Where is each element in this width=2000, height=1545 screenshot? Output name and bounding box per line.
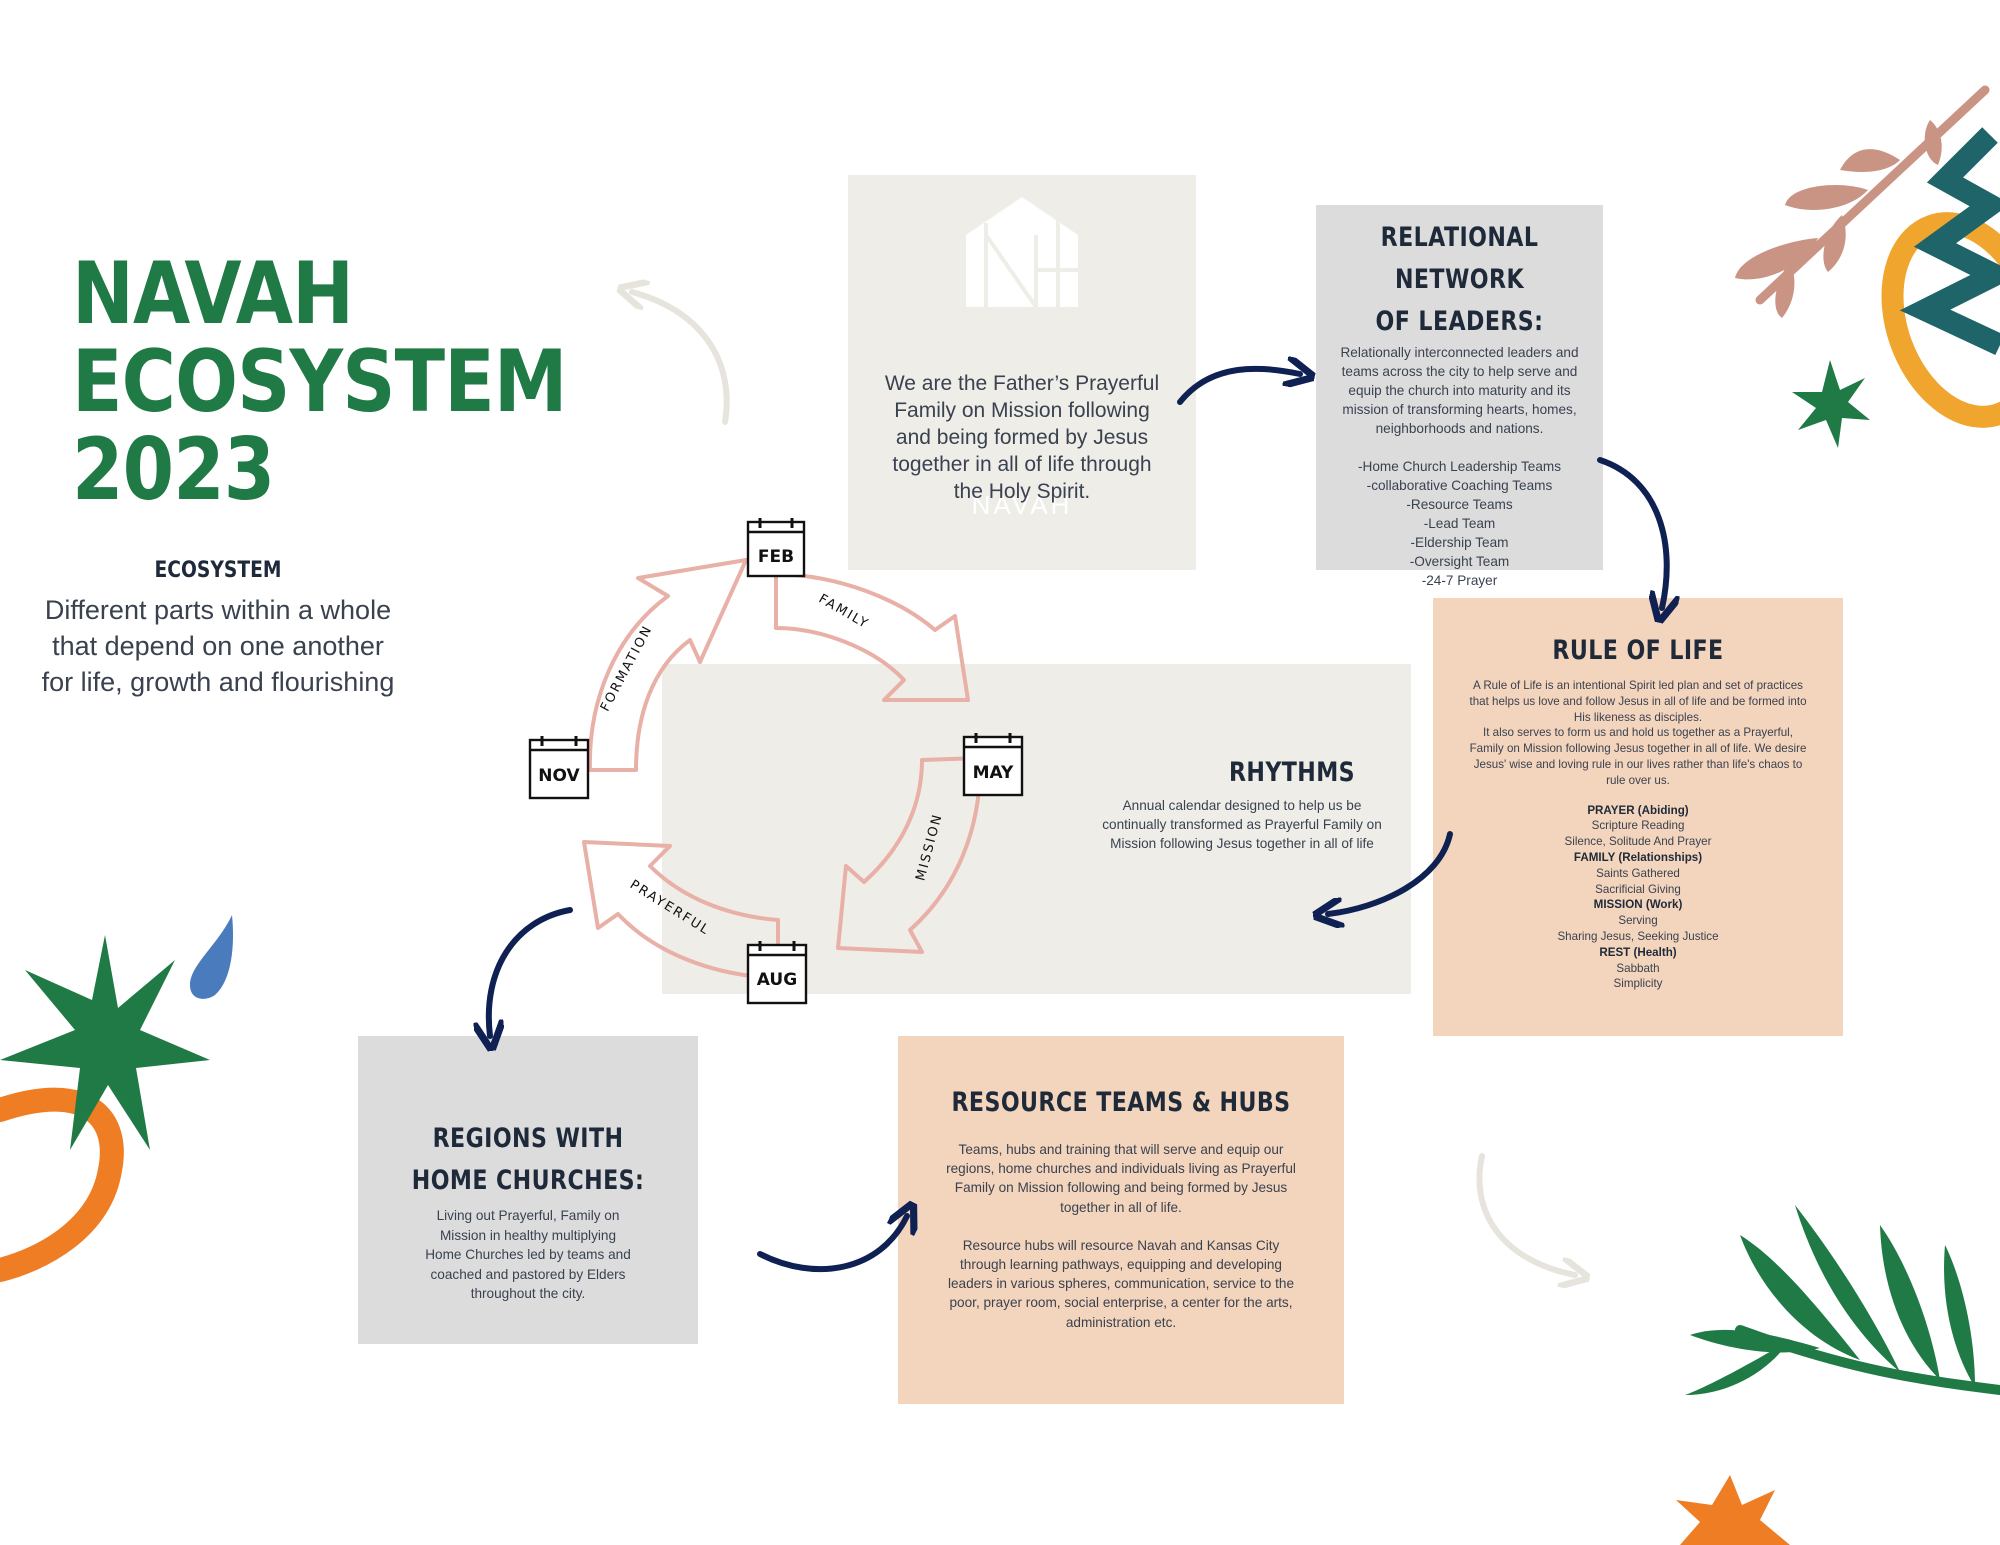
arrow-rule-to-rhythms xyxy=(1328,831,1453,914)
svg-text:FEB: FEB xyxy=(758,547,794,567)
rule-category: PRAYER (Abiding) xyxy=(1587,803,1689,817)
rule-practice: Scripture Reading xyxy=(1591,819,1685,833)
regions-box: REGIONS WITH HOME CHURCHES: Living out P… xyxy=(358,1036,698,1344)
blue-drop-icon xyxy=(190,915,234,999)
svg-text:AUG: AUG xyxy=(757,970,797,990)
rule-practice: Serving xyxy=(1618,914,1658,928)
rule-practice: Sabbath xyxy=(1616,961,1660,975)
cycle-arrow-mission xyxy=(836,756,983,954)
pink-leaf-icon xyxy=(1840,149,1900,172)
orange-star-icon xyxy=(1676,1475,1790,1545)
relational-team-item: -Home Church Leadership Teams xyxy=(1358,459,1561,474)
cycle-arc-labels: FAMILY MISSION PRAYERFUL FORMATION xyxy=(598,592,946,939)
decor-bottom-right xyxy=(1676,1205,2000,1545)
pink-branch-icon xyxy=(1755,85,1990,305)
rule-of-life-description: A Rule of Life is an intentional Spirit … xyxy=(1469,679,1807,787)
resource-teams-box: RESOURCE TEAMS & HUBS Teams, hubs and tr… xyxy=(898,1036,1344,1404)
navah-logo-text: NAVAH xyxy=(971,490,1073,520)
rule-category: REST (Health) xyxy=(1599,945,1677,959)
resource-heading: RESOURCE TEAMS & HUBS xyxy=(951,1087,1291,1118)
regions-description: Living out Prayerful, Family on Mission … xyxy=(425,1208,631,1301)
resource-description-1: Teams, hubs and training that will serve… xyxy=(946,1142,1296,1215)
grey-arrow-topleft xyxy=(632,292,730,425)
decor-bottom-left xyxy=(0,915,234,1282)
cycle-arrow-family xyxy=(774,572,970,702)
rhythms-heading: RHYTHMS xyxy=(1228,757,1356,788)
arrow-regions-to-resource xyxy=(757,1216,907,1273)
relational-network-box: RELATIONAL NETWORK OF LEADERS: Relationa… xyxy=(1316,205,1603,588)
svg-text:MAY: MAY xyxy=(973,763,1014,783)
orange-ring-icon xyxy=(1881,212,2000,428)
calendar-icon-may: MAY xyxy=(962,733,1024,797)
ecosystem-heading: ECOSYSTEM xyxy=(154,558,282,583)
rhythms-cycle xyxy=(582,558,983,980)
cycle-arrow-formation xyxy=(587,558,748,772)
calendar-icons: FEB MAY AUG NOV xyxy=(528,518,1024,1005)
rhythms-box: RHYTHMS Annual calendar designed to help… xyxy=(662,664,1411,994)
ecosystem-definition: Different parts within a whole that depe… xyxy=(41,595,395,697)
decor-top-right xyxy=(1735,85,2000,448)
rule-practice: Simplicity xyxy=(1613,977,1663,991)
relational-team-item: -24-7 Prayer xyxy=(1421,573,1498,588)
arrow-navah-to-relational xyxy=(1177,369,1300,405)
relational-team-item: -Oversight Team xyxy=(1409,554,1510,569)
arrow-relational-to-rule xyxy=(1597,457,1667,608)
svg-text:NOV: NOV xyxy=(538,766,580,786)
green-star-large-icon xyxy=(0,935,210,1150)
arrow-cycle-to-regions xyxy=(489,907,573,1036)
relational-heading: RELATIONAL NETWORK OF LEADERS: xyxy=(1375,222,1544,337)
arc-label-prayerful: PRAYERFUL xyxy=(627,877,713,938)
cycle-arrow-prayerful xyxy=(582,840,780,980)
relational-team-item: -Eldership Team xyxy=(1410,535,1509,550)
rule-of-life-heading: RULE OF LIFE xyxy=(1552,635,1724,666)
rule-practice: Silence, Solitude And Prayer xyxy=(1564,835,1712,849)
navah-mission-box: NAVAH We are the Father’s Prayerful Fami… xyxy=(848,175,1196,570)
rule-of-life-box: RULE OF LIFE A Rule of Life is an intent… xyxy=(1433,598,1843,1036)
calendar-icon-nov: NOV xyxy=(528,736,590,800)
calendar-icon-aug: AUG xyxy=(746,941,808,1005)
navah-logo-icon xyxy=(966,197,1078,309)
orange-swirl-icon xyxy=(0,1087,124,1282)
relational-team-item: -Lead Team xyxy=(1423,516,1496,531)
arc-label-mission: MISSION xyxy=(913,812,945,883)
calendar-icon-feb: FEB xyxy=(746,518,806,578)
page-title: NAVAH ECOSYSTEM 2023 xyxy=(72,244,567,520)
navah-statement: We are the Father’s Prayerful Family on … xyxy=(884,372,1160,503)
grey-arrow-bottomright xyxy=(1476,1153,1575,1275)
rule-category: MISSION (Work) xyxy=(1593,898,1683,912)
resource-description-2: Resource hubs will resource Navah and Ka… xyxy=(947,1237,1295,1330)
arc-label-family: FAMILY xyxy=(816,592,872,633)
relational-team-item: -collaborative Coaching Teams xyxy=(1366,478,1553,493)
rule-practice: Sacrificial Giving xyxy=(1595,882,1681,896)
relational-description: Relationally interconnected leaders and … xyxy=(1340,345,1579,436)
rule-practice: Sharing Jesus, Seeking Justice xyxy=(1557,929,1719,943)
rule-category: FAMILY (Relationships) xyxy=(1573,850,1703,864)
relational-teams-list: -Home Church Leadership Teams -collaborat… xyxy=(1326,457,1593,590)
regions-heading: REGIONS WITH HOME CHURCHES: xyxy=(411,1123,645,1196)
teal-zigzag-icon xyxy=(1899,127,2000,355)
relational-team-item: -Resource Teams xyxy=(1406,497,1513,512)
green-star-small-icon xyxy=(1792,360,1870,448)
rule-practice: Saints Gathered xyxy=(1596,866,1680,880)
rhythms-description: Annual calendar designed to help us be c… xyxy=(1102,798,1382,851)
